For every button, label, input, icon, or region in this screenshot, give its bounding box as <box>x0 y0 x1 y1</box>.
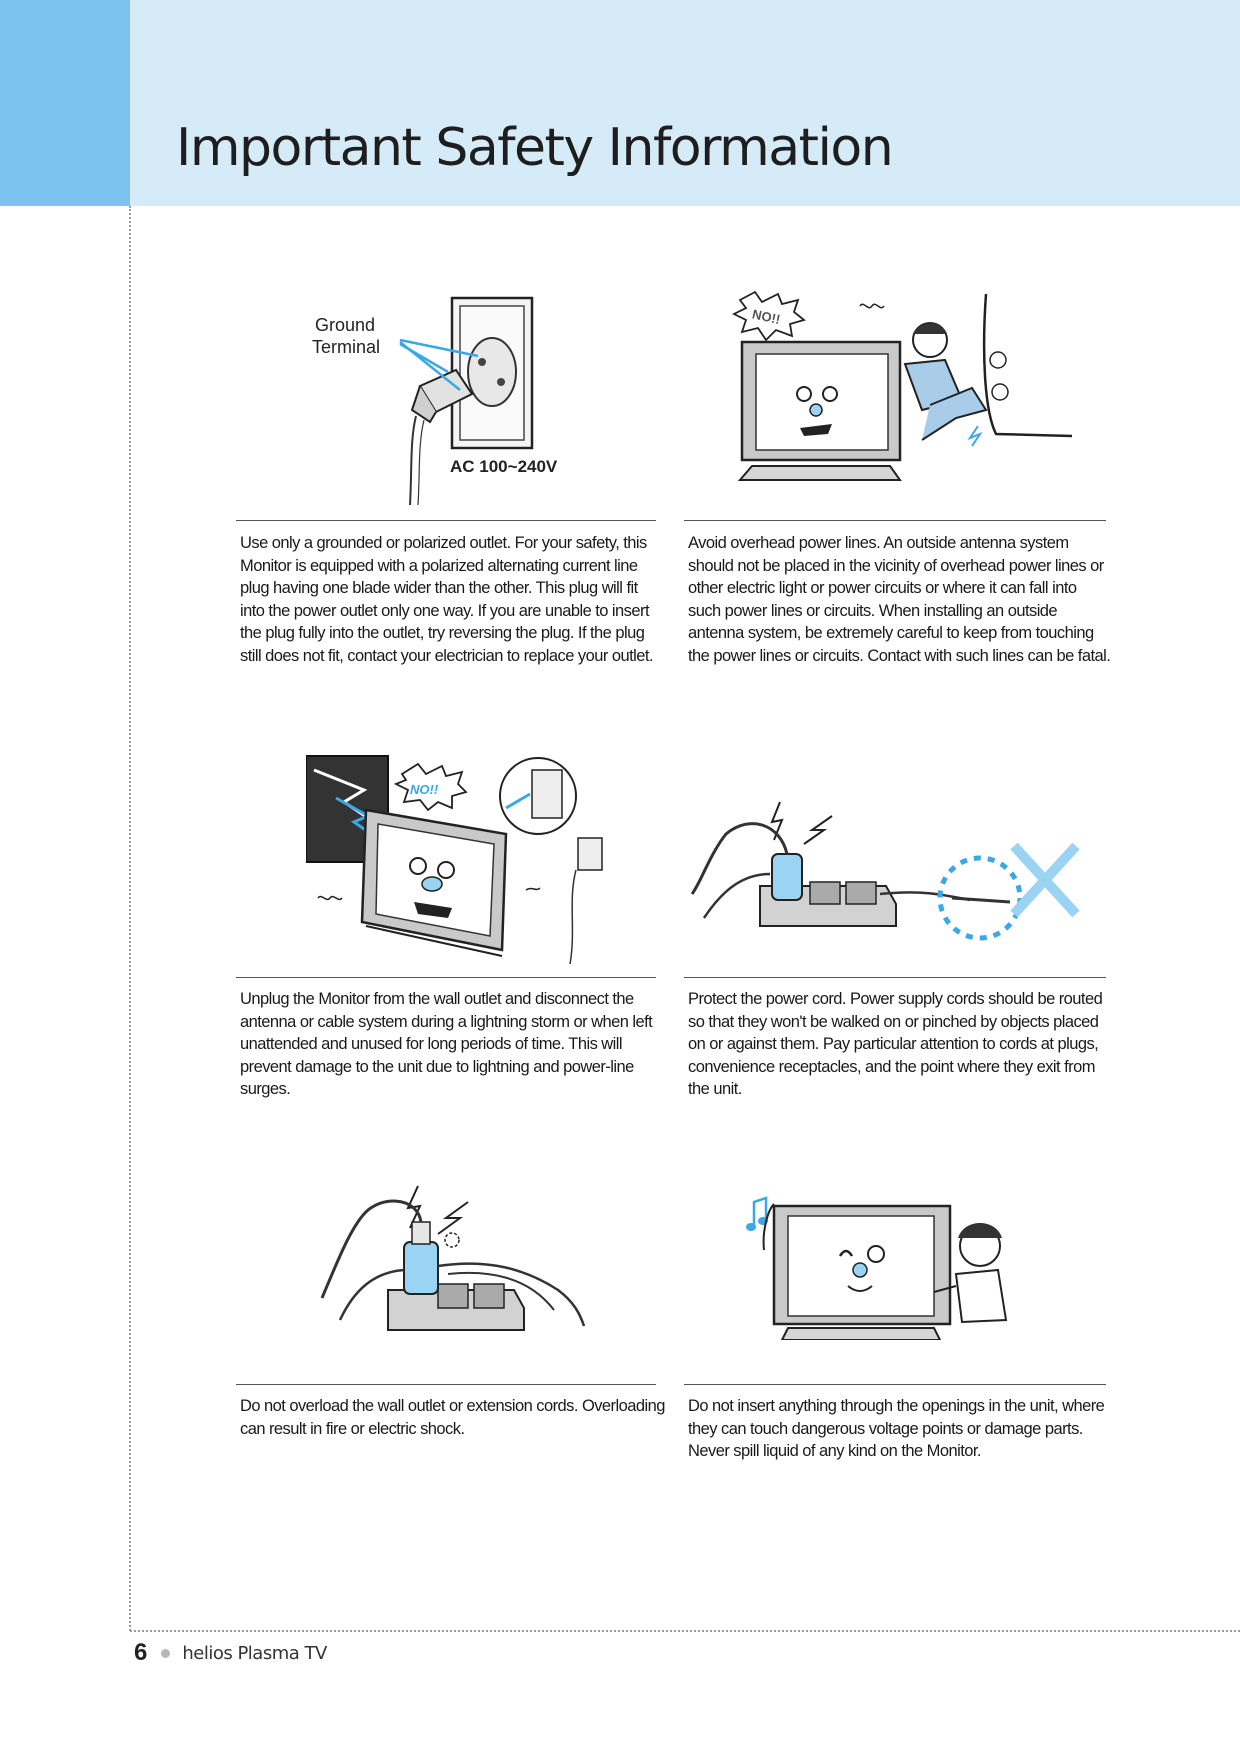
section-rule <box>684 520 1106 521</box>
no-callout: NO!! <box>410 782 439 797</box>
ground-label-line1: Ground <box>315 315 375 335</box>
section-text-grounded-outlet: Use only a grounded or polarized outlet.… <box>240 534 653 665</box>
no-callout: NO!! <box>751 306 782 327</box>
illustration-do-not-insert <box>746 1196 1008 1340</box>
section-text-do-not-insert: Do not insert anything through the openi… <box>688 1397 1105 1460</box>
page-title: Important Safety Information <box>176 118 894 178</box>
illustration-grounded-outlet: Ground Terminal AC 100~240V <box>312 296 558 506</box>
illustration-lightning-storm: NO!! <box>306 755 603 965</box>
section-rule <box>236 977 656 978</box>
page-footer: 6 helios Plasma TV <box>134 1638 327 1668</box>
footer-product-name: helios Plasma TV <box>182 1642 327 1664</box>
header-band <box>130 0 1240 206</box>
ground-label-line2: Terminal <box>312 337 380 357</box>
footer-bullet-icon <box>161 1648 171 1658</box>
section-rule <box>684 1384 1106 1385</box>
illustration-power-cord <box>690 801 1080 941</box>
header-tab <box>0 0 130 206</box>
section-text-overhead-power-lines: Avoid overhead power lines. An outside a… <box>688 534 1111 665</box>
section-rule <box>684 977 1106 978</box>
bottom-margin-rule <box>130 1630 1240 1632</box>
illustration-overhead-power-lines: NO!! <box>731 290 1073 481</box>
page-number: 6 <box>134 1639 148 1666</box>
section-text-lightning-storm: Unplug the Monitor from the wall outlet … <box>240 990 653 1098</box>
illustration-overloaded-outlet <box>320 1185 586 1331</box>
voltage-label: AC 100~240V <box>450 457 558 476</box>
section-rule <box>236 520 656 521</box>
section-text-overload-outlet: Do not overload the wall outlet or exten… <box>240 1397 665 1438</box>
section-rule <box>236 1384 656 1385</box>
left-margin-rule <box>129 206 131 1631</box>
section-text-protect-power-cord: Protect the power cord. Power supply cor… <box>688 990 1103 1098</box>
